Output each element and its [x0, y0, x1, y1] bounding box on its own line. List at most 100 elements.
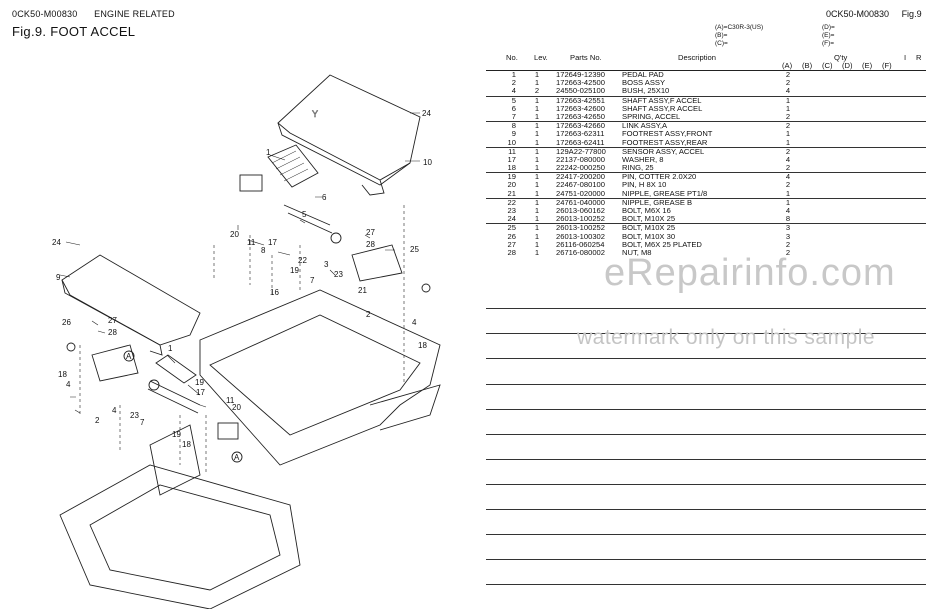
- row-part-number: 172663-42500: [556, 78, 605, 88]
- row-qty-a: 3: [785, 223, 791, 233]
- row-level: 1: [534, 163, 540, 173]
- shaft-r-accel: [283, 204, 333, 234]
- callout-4-mid: 4: [112, 406, 117, 415]
- boss-rear: [351, 244, 403, 282]
- ring-right: [421, 283, 431, 293]
- row-description: FOOTREST ASSY,FRONT: [622, 129, 713, 139]
- row-level: 1: [534, 172, 540, 182]
- row-no: 24: [507, 214, 516, 224]
- col-description: Description: [678, 53, 716, 62]
- right-code: 0CK50-M00830: [826, 9, 890, 19]
- row-level: 1: [534, 180, 540, 190]
- callout-23-left: 23: [130, 411, 139, 420]
- callout-18-right: 18: [418, 341, 427, 350]
- header-code-line: 0CK50-M00830 ENGINE RELATED: [12, 9, 189, 19]
- callout-4-topright: 4: [412, 318, 417, 327]
- row-level: 1: [534, 206, 540, 215]
- ring-rear: [330, 232, 342, 244]
- empty-row-line: [486, 584, 926, 585]
- row-level: 1: [534, 95, 540, 105]
- callout-19-left: 19: [195, 378, 204, 387]
- row-part-number: 172649-12390: [556, 70, 605, 79]
- row-no: 28: [507, 247, 516, 257]
- empty-row-line: [486, 459, 926, 460]
- row-qty-a: 2: [785, 121, 791, 131]
- col-no: No.: [506, 53, 518, 62]
- row-level: 1: [534, 231, 540, 241]
- col-parts-no: Parts No.: [570, 53, 602, 62]
- row-description: BUSH, 25X10: [622, 86, 670, 96]
- callout-17-left: 17: [196, 388, 205, 397]
- row-description: RING, 25: [622, 163, 654, 173]
- row-no: 8: [511, 121, 516, 131]
- row-no: 17: [507, 154, 516, 164]
- row-qty-a: 1: [785, 103, 791, 113]
- row-part-number: 172663-42600: [556, 103, 605, 113]
- callout-1-top: 1: [266, 148, 271, 157]
- col-qty: Q'ty: [834, 53, 848, 62]
- row-description: NIPPLE, GREASE PT1/8: [622, 188, 708, 198]
- row-part-number: 26013-100252: [556, 214, 605, 224]
- empty-row-line: [486, 559, 926, 560]
- row-description: BOLT, M10X 25: [622, 214, 676, 224]
- row-no: 19: [507, 172, 516, 182]
- row-description: BOLT, M10X 25: [622, 223, 676, 233]
- row-level: 1: [534, 103, 540, 113]
- shaft-f-accel: [147, 380, 201, 414]
- row-part-number: 172663-42650: [556, 111, 605, 121]
- empty-row-line: [486, 308, 926, 309]
- row-part-number: 172663-62411: [556, 137, 605, 147]
- callout-28-top: 28: [366, 240, 375, 249]
- callout-9: 9: [56, 273, 61, 282]
- callout-22: 22: [298, 256, 307, 265]
- row-description: SHAFT ASSY,F ACCEL: [622, 95, 702, 105]
- row-description: PIN, H 8X 10: [622, 180, 667, 190]
- row-part-number: 26013-100302: [556, 231, 605, 241]
- callout-23-top: 23: [334, 270, 343, 279]
- row-level: 1: [534, 197, 540, 207]
- row-level: 1: [534, 78, 540, 88]
- model-d: (D)=: [822, 24, 835, 31]
- right-fig: Fig.9: [901, 9, 922, 19]
- empty-row-line: [486, 333, 926, 334]
- row-qty-a: 4: [785, 206, 791, 215]
- watermark-site: eRepairinfo.com: [604, 252, 896, 294]
- row-no: 22: [507, 197, 516, 207]
- row-part-number: 129A22-77800: [556, 146, 606, 156]
- row-no: 6: [511, 103, 516, 113]
- model-a: (A)=C30R-3(US): [715, 24, 764, 31]
- row-qty-a: 8: [785, 214, 791, 224]
- row-level: 1: [534, 121, 540, 131]
- row-part-number: 26716-080002: [556, 247, 605, 257]
- row-description: LINK ASSY,A: [622, 121, 668, 131]
- row-description: BOSS ASSY: [622, 78, 666, 88]
- row-description: BOLT, M6X 25 PLATED: [622, 239, 702, 249]
- row-level: 1: [534, 111, 540, 121]
- row-no: 4: [511, 86, 516, 96]
- row-level: 1: [534, 154, 540, 164]
- empty-row-line: [486, 358, 926, 359]
- catalog-code: 0CK50-M00830: [12, 9, 78, 19]
- callout-24-left: 24: [52, 238, 61, 247]
- row-level: 1: [534, 137, 540, 147]
- row-level: 1: [534, 129, 540, 139]
- model-c: (C)=: [715, 40, 728, 47]
- row-qty-a: 2: [785, 180, 791, 190]
- row-level: 1: [534, 223, 540, 233]
- callout-19-low: 19: [172, 430, 181, 439]
- row-description: NUT, M8: [622, 247, 652, 257]
- model-e: (E)=: [822, 32, 835, 39]
- callout-3: 3: [324, 260, 329, 269]
- row-no: 1: [511, 70, 516, 79]
- row-qty-a: 2: [785, 78, 791, 88]
- sensor-rear: [239, 174, 263, 192]
- callout-4-left: 4: [66, 380, 71, 389]
- row-no: 26: [507, 231, 516, 241]
